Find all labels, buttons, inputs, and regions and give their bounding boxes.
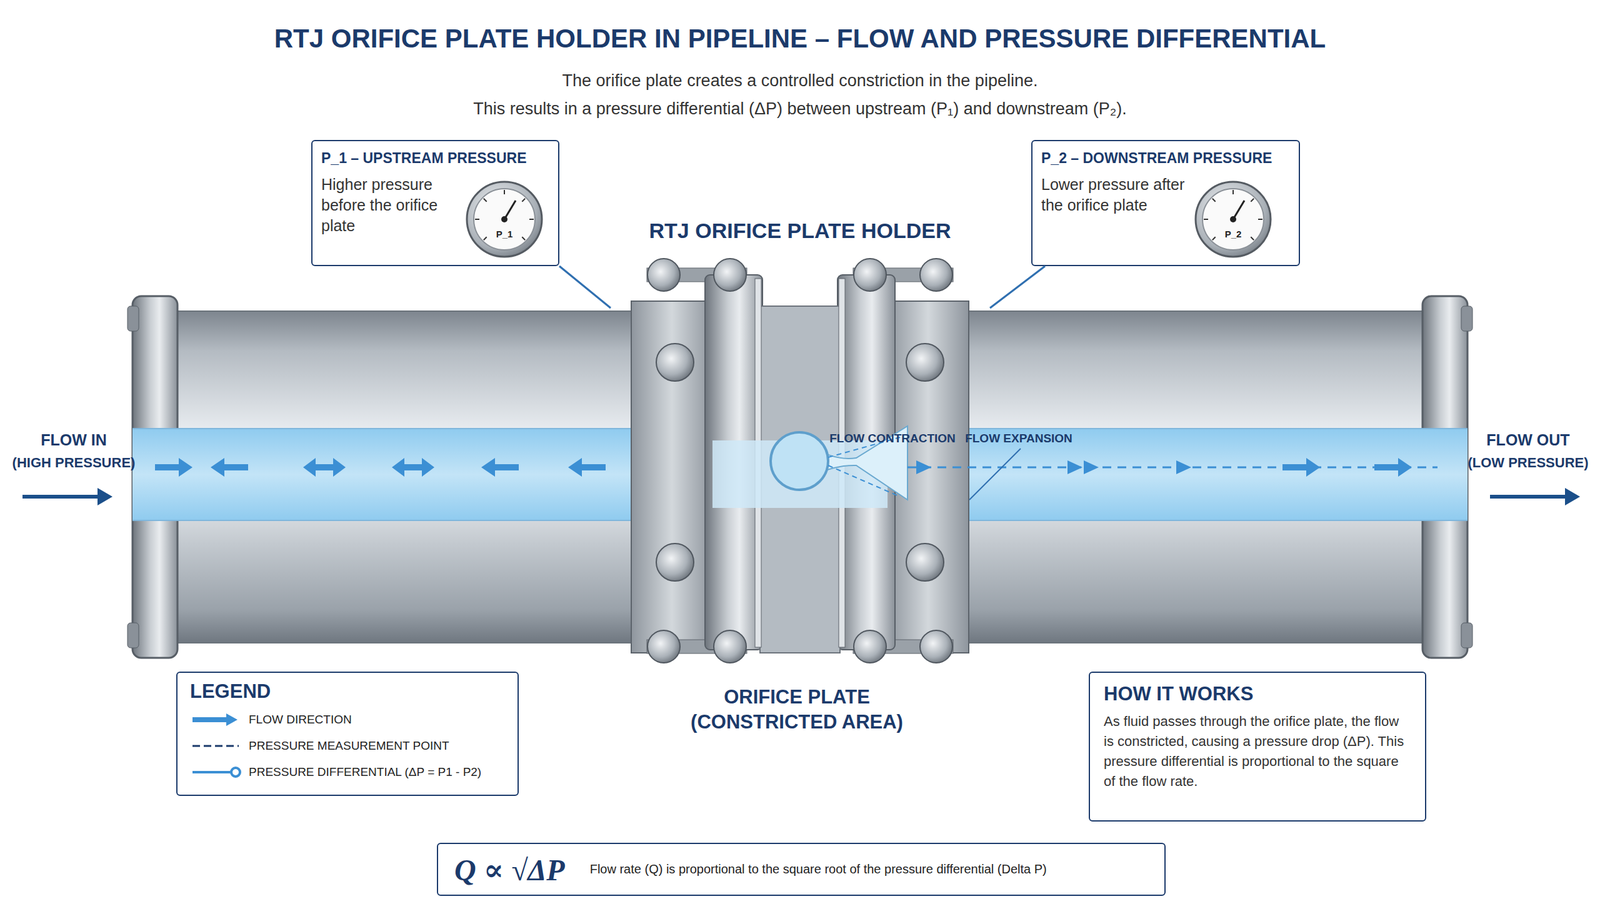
legend-row: PRESSURE MEASUREMENT POINT <box>190 733 505 760</box>
subtitle: This results in a pressure differential … <box>237 99 1363 119</box>
legend-title: LEGEND <box>190 680 505 704</box>
flange-bolt <box>127 623 139 649</box>
gauge-hub <box>501 216 508 223</box>
bolt-nut <box>853 258 887 292</box>
legend-sample <box>190 738 243 754</box>
flow-arrow <box>481 458 519 477</box>
face-bolt <box>656 343 694 382</box>
pressure-gauge <box>1195 181 1271 257</box>
flow-arrow <box>1282 458 1320 477</box>
flow-arrow <box>210 458 249 477</box>
flow-arrow <box>303 458 346 477</box>
orifice-bore <box>770 432 829 490</box>
formula-box: Q ∝ √ΔP Flow rate (Q) is proportional to … <box>436 843 1166 897</box>
outlet-arrow <box>1490 495 1568 499</box>
flow-label: FLOW IN <box>1 431 146 450</box>
box-text: Higher pressure before the orifice plate <box>321 174 465 237</box>
flow-arrow <box>1176 460 1192 475</box>
gauge-face <box>1202 188 1264 250</box>
box-heading: P_1 – UPSTREAM PRESSURE <box>321 150 550 167</box>
subtitle: The orifice plate creates a controlled c… <box>237 71 1363 91</box>
flow-label: FLOW EXPANSION <box>956 431 1082 446</box>
box-heading: P_2 – DOWNSTREAM PRESSURE <box>1041 150 1290 167</box>
pressure-box: P_2 – DOWNSTREAM PRESSURE Lower pressure … <box>1031 140 1300 267</box>
flow-line <box>828 465 900 497</box>
outlet-arrow-head <box>1565 488 1580 506</box>
gauge-ticks <box>1203 190 1263 240</box>
flange-bolt <box>127 306 139 332</box>
flow-arrow <box>391 458 435 477</box>
flow-arrow <box>155 458 193 477</box>
flow-arrow <box>1083 460 1099 475</box>
legend-box: LEGEND FLOW DIRECTION PRESSURE MEASUREMENT… <box>176 671 519 797</box>
leader-line <box>559 266 611 309</box>
bolt-nut <box>713 258 747 292</box>
legend-row: PRESSURE DIFFERENTIAL (ΔP = P1 - P2) <box>190 759 505 786</box>
flow-arrow <box>1067 460 1083 475</box>
gauge-ring <box>1195 181 1271 257</box>
bolt-nut <box>920 258 953 292</box>
box-text: Flow rate (Q) is proportional to the squ… <box>590 862 1047 877</box>
legend-text: PRESSURE MEASUREMENT POINT <box>248 739 450 754</box>
inlet-arrow-head <box>97 488 113 506</box>
bolt-nut <box>647 258 680 292</box>
flow-stream <box>132 428 1468 521</box>
flow-arrow <box>1374 458 1412 477</box>
box-heading: Q ∝ √ΔP <box>454 852 565 888</box>
differential-dot-sample <box>231 768 240 777</box>
gauge-face <box>473 188 535 250</box>
bolt-nut <box>853 630 887 664</box>
flow-line <box>907 466 1438 469</box>
leader-line <box>990 266 1045 309</box>
gauge-ticks <box>475 190 534 240</box>
gauge-label: P_1 <box>479 228 530 240</box>
flange-bolt <box>1461 623 1473 649</box>
box-text: As fluid passes through the orifice plat… <box>1103 711 1412 792</box>
differential-line-sample <box>192 771 232 774</box>
flange-hub <box>631 301 713 654</box>
gauge-needle <box>504 200 516 220</box>
pressure-box: P_1 – UPSTREAM PRESSURE Higher pressure b… <box>311 140 560 267</box>
flange-bolt <box>1461 306 1473 332</box>
legend-sample <box>190 765 243 780</box>
face-bolt <box>656 543 694 582</box>
leader-line <box>969 448 1021 500</box>
box-text: Lower pressure after the orifice plate <box>1041 174 1185 216</box>
box-heading: HOW IT WORKS <box>1103 683 1412 706</box>
inlet-arrow <box>22 495 100 499</box>
part-name: RTJ ORIFICE PLATE HOLDER <box>581 218 1019 244</box>
flow-label: (LOW PRESSURE) <box>1456 455 1600 472</box>
part-name: (CONSTRICTED AREA) <box>578 711 1016 734</box>
bolt-nut <box>920 630 953 664</box>
bolt-nut <box>647 630 680 664</box>
flow-arrow <box>916 460 932 475</box>
gauge-label: P_2 <box>1208 228 1259 240</box>
legend-sample <box>190 712 243 728</box>
bolt-nut <box>713 630 747 664</box>
part-name: ORIFICE PLATE <box>578 686 1016 709</box>
flow-label: FLOW OUT <box>1456 431 1600 450</box>
gauge-ring <box>466 181 542 257</box>
face-bolt <box>906 343 944 382</box>
face-bolt <box>906 543 944 582</box>
gauge-needle <box>1233 200 1245 220</box>
legend-text: PRESSURE DIFFERENTIAL (ΔP = P1 - P2) <box>248 765 482 780</box>
gauge-hub <box>1230 216 1237 223</box>
legend-row: FLOW DIRECTION <box>190 706 505 734</box>
flow-arrow <box>568 458 606 477</box>
dashed-line-sample <box>192 745 239 748</box>
flow-arrow-sample <box>192 713 238 727</box>
info-box: HOW IT WORKS As fluid passes through the … <box>1088 671 1427 822</box>
flow-label: (HIGH PRESSURE) <box>1 455 146 472</box>
pressure-gauge <box>466 181 542 257</box>
diagram-title: RTJ ORIFICE PLATE HOLDER IN PIPELINE – F… <box>0 23 1600 54</box>
flow-label: FLOW CONTRACTION <box>817 431 968 446</box>
legend-text: FLOW DIRECTION <box>248 713 352 727</box>
